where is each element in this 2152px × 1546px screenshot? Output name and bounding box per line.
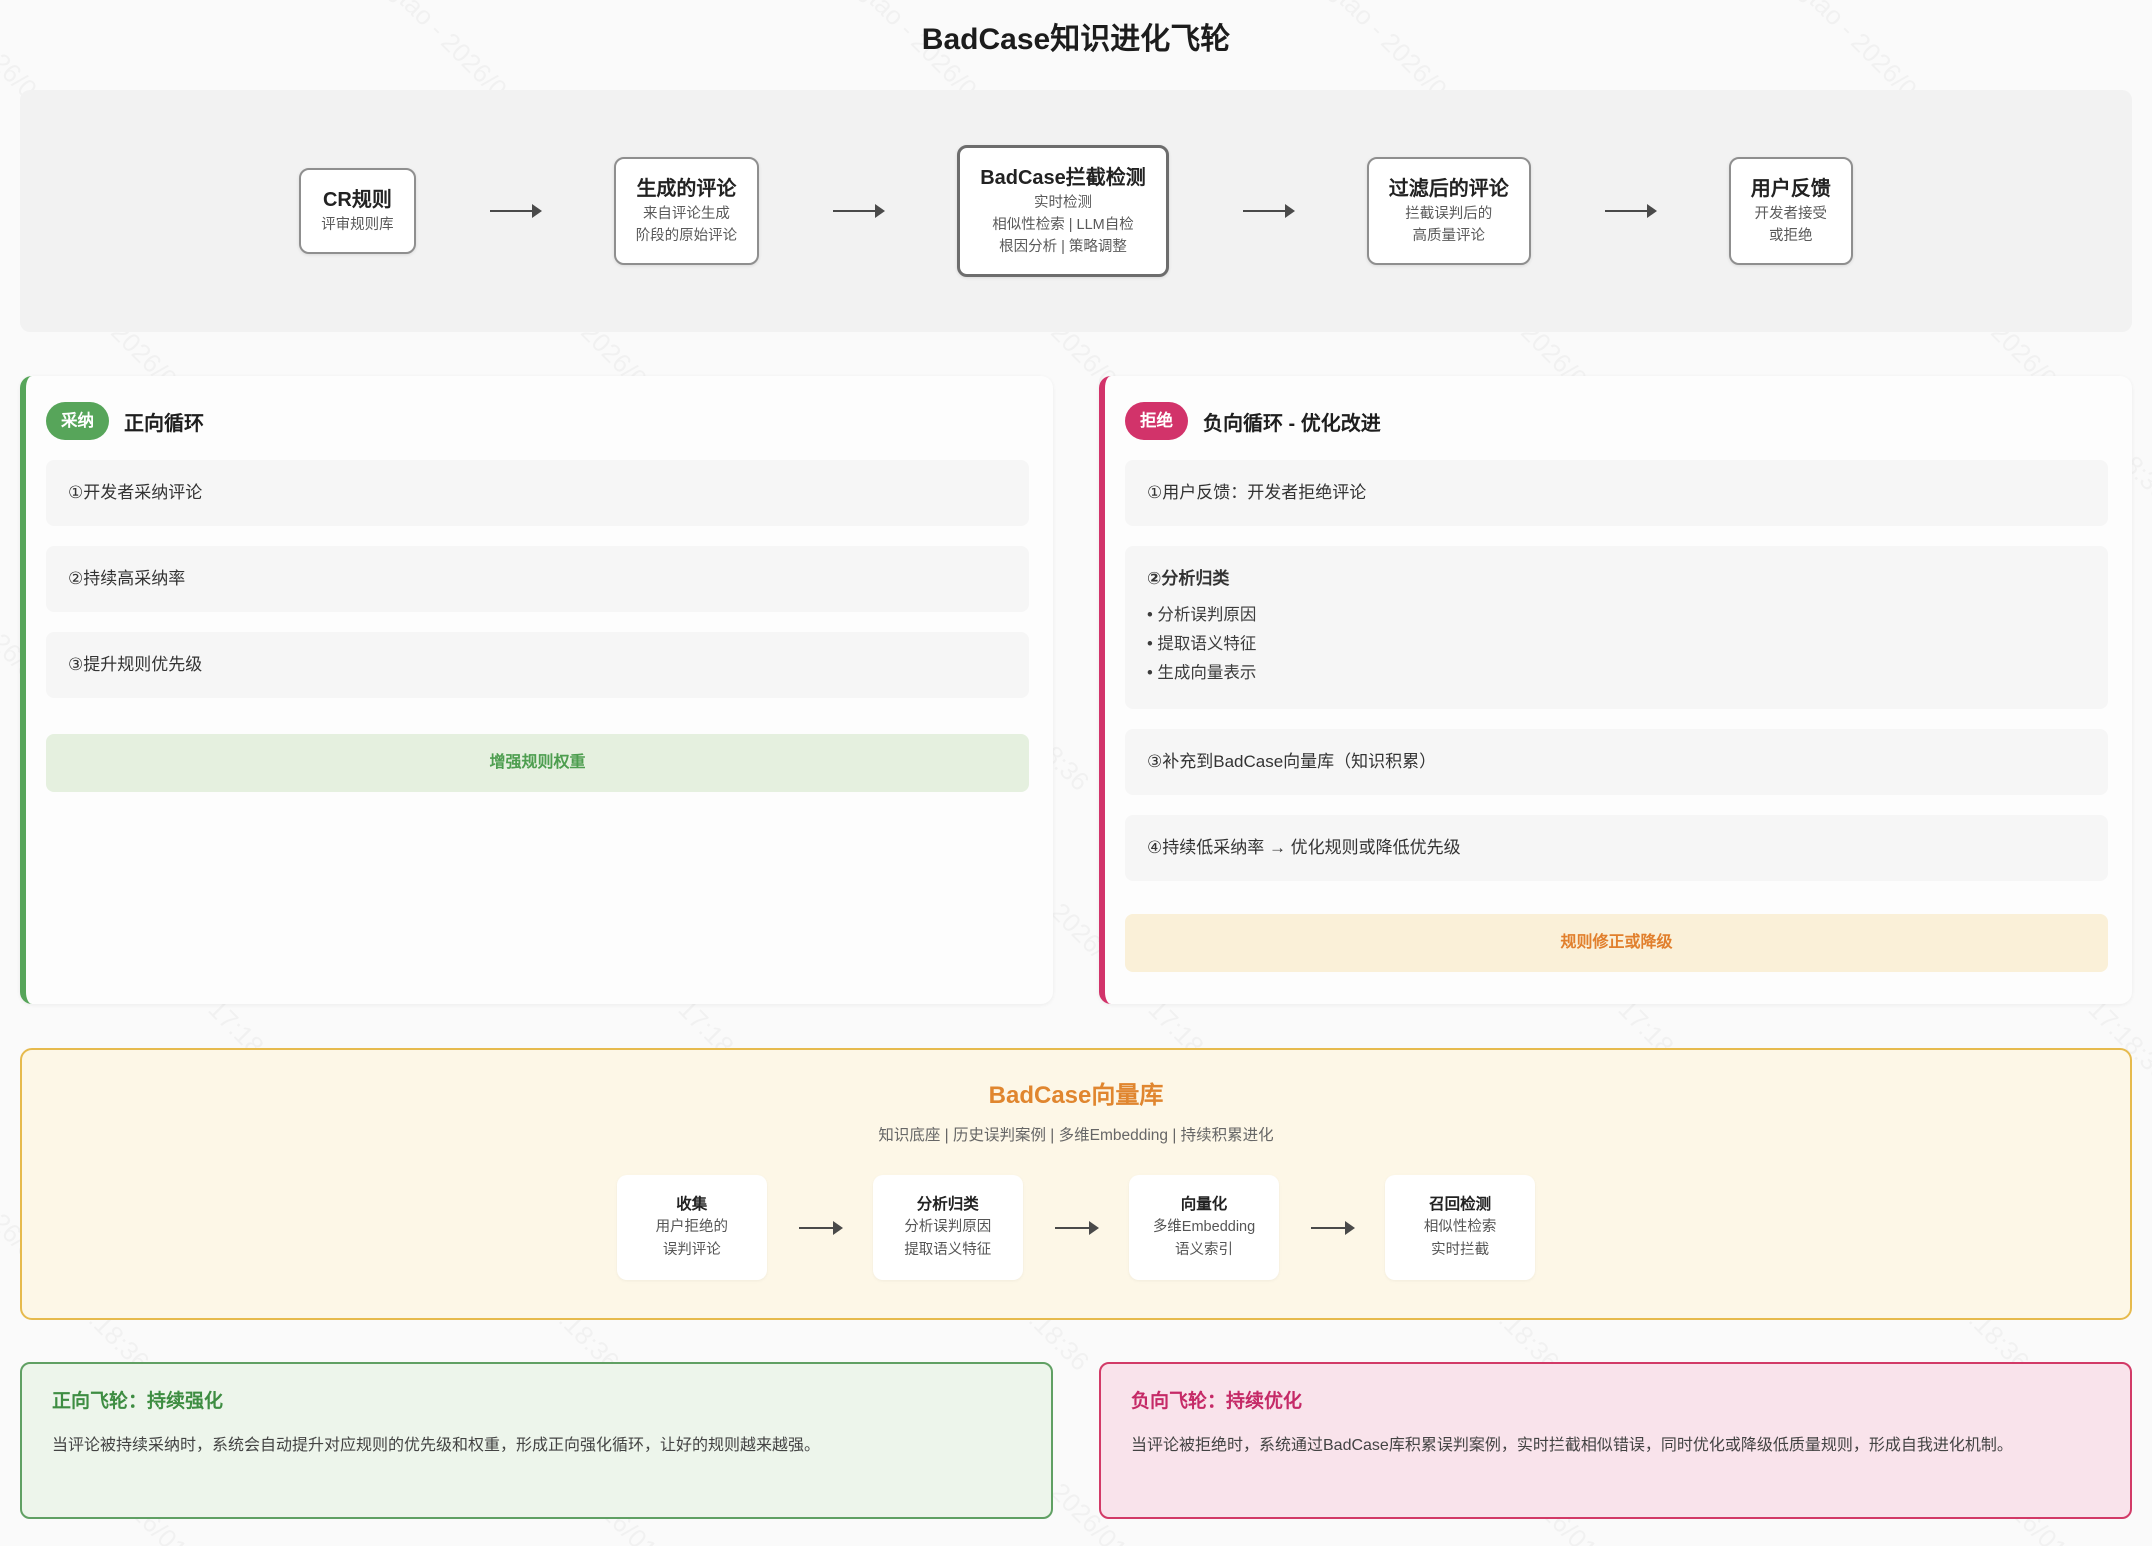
flow-step-title: 生成的评论	[636, 178, 737, 200]
stage-line: 语义索引	[1174, 1242, 1233, 1258]
reject-badge: 拒绝	[1125, 402, 1188, 440]
flow-step-line: 高质量评论	[1412, 228, 1486, 244]
positive-flywheel-card: 正向飞轮：持续强化 当评论被持续采纳时，系统会自动提升对应规则的优先级和权重，形…	[20, 1362, 1053, 1519]
vector-store-title: BadCase向量库	[988, 1082, 1164, 1109]
analysis-bullet: 生成向量表示	[1147, 659, 2086, 688]
right-arrow-icon	[1604, 204, 1657, 218]
positive-loop-panel: 采纳 正向循环 ①开发者采纳评论 ②持续高采纳率 ③提升规则优先级 增强规则权重	[20, 376, 1053, 1004]
flow-step-line: 开发者接受	[1754, 206, 1828, 222]
summary-row: 正向飞轮：持续强化 当评论被持续采纳时，系统会自动提升对应规则的优先级和权重，形…	[20, 1362, 2132, 1519]
positive-loop-item: ②持续高采纳率	[46, 546, 1029, 612]
negative-loop-item: ④持续低采纳率 → 优化规则或降低优先级	[1125, 815, 2108, 881]
flow-step-line: 拦截误判后的	[1405, 206, 1493, 222]
flow-step-line: 或拒绝	[1769, 228, 1813, 244]
positive-loop-item: ①开发者采纳评论	[46, 460, 1029, 526]
flow-step-title: 过滤后的评论	[1388, 178, 1509, 200]
negative-loop-item: ①用户反馈：开发者拒绝评论	[1125, 460, 2108, 526]
stage-title: 分析归类	[916, 1196, 979, 1213]
flow-step-generated-comments: 生成的评论 来自评论生成 阶段的原始评论	[613, 157, 760, 265]
negative-flywheel-title: 负向飞轮：持续优化	[1131, 1391, 1303, 1412]
flow-step-line: 实时检测	[1033, 195, 1092, 211]
stage-line: 相似性检索	[1423, 1219, 1497, 1235]
stage-line: 用户拒绝的	[655, 1219, 729, 1235]
rule-fix-or-downgrade-banner: 规则修正或降级	[1125, 914, 2108, 972]
negative-loop-item-analysis: ②分析归类 分析误判原因 提取语义特征 生成向量表示	[1125, 546, 2108, 709]
negative-flywheel-card: 负向飞轮：持续优化 当评论被拒绝时，系统通过BadCase库积累误判案例，实时拦…	[1099, 1362, 2132, 1519]
positive-flywheel-body: 当评论被持续采纳时，系统会自动提升对应规则的优先级和权重，形成正向强化循环，让好…	[52, 1437, 821, 1454]
flow-step-line: 根因分析 | 策略调整	[999, 239, 1127, 255]
positive-loop-item: ③提升规则优先级	[46, 632, 1029, 698]
vector-store-subtitle: 知识底座 | 历史误判案例 | 多维Embedding | 持续积累进化	[878, 1127, 1274, 1144]
stage-vectorize: 向量化 多维Embedding 语义索引	[1128, 1175, 1280, 1280]
flow-step-user-feedback: 用户反馈 开发者接受 或拒绝	[1728, 157, 1853, 265]
right-arrow-icon	[489, 204, 542, 218]
stage-title: 召回检测	[1429, 1196, 1492, 1213]
stage-line: 提取语义特征	[904, 1242, 992, 1258]
analysis-bullet-list: 分析误判原因 提取语义特征 生成向量表示	[1147, 601, 2086, 688]
enhance-rule-weight-banner: 增强规则权重	[46, 734, 1029, 792]
negative-flywheel-body: 当评论被拒绝时，系统通过BadCase库积累误判案例，实时拦截相似错误，同时优化…	[1131, 1437, 2013, 1454]
flow-step-line: 相似性检索 | LLM自检	[992, 217, 1134, 233]
flow-step-title: BadCase拦截检测	[980, 167, 1146, 189]
page-title: BadCase知识进化飞轮	[921, 23, 1231, 56]
stage-line: 实时拦截	[1431, 1242, 1490, 1258]
loops-row: 采纳 正向循环 ①开发者采纳评论 ②持续高采纳率 ③提升规则优先级 增强规则权重…	[20, 376, 2132, 1004]
right-arrow-icon	[1242, 204, 1295, 218]
right-arrow-icon	[1311, 1220, 1356, 1235]
right-arrow-icon	[1054, 1220, 1099, 1235]
positive-flywheel-title: 正向飞轮：持续强化	[52, 1391, 224, 1412]
negative-loop-heading: 负向循环 - 优化改进	[1203, 412, 1381, 435]
flow-step-filtered-comments: 过滤后的评论 拦截误判后的 高质量评论	[1366, 157, 1531, 265]
negative-loop-header: 拒绝 负向循环 - 优化改进	[1125, 402, 2108, 440]
pipeline-strip: CR规则 评审规则库 生成的评论 来自评论生成 阶段的原始评论 BadCase拦…	[20, 90, 2132, 332]
negative-loop-item: ③补充到BadCase向量库（知识积累）	[1125, 729, 2108, 795]
analysis-item-title: ②分析归类	[1147, 569, 1230, 588]
positive-loop-heading: 正向循环	[124, 412, 204, 435]
stage-title: 收集	[676, 1196, 708, 1213]
flow-step-title: CR规则	[322, 189, 392, 211]
analysis-bullet: 分析误判原因	[1147, 601, 2086, 630]
right-arrow-icon	[798, 1220, 843, 1235]
flow-step-badcase-detection: BadCase拦截检测 实时检测 相似性检索 | LLM自检 根因分析 | 策略…	[957, 145, 1169, 277]
positive-loop-header: 采纳 正向循环	[46, 402, 1029, 440]
vector-store-panel: BadCase向量库 知识底座 | 历史误判案例 | 多维Embedding |…	[20, 1048, 2132, 1320]
flow-step-line: 来自评论生成	[642, 206, 730, 222]
flow-step-line: 评审规则库	[321, 217, 394, 233]
adopt-badge: 采纳	[46, 402, 109, 440]
stage-line: 误判评论	[662, 1242, 721, 1258]
vector-store-stage-row: 收集 用户拒绝的 误判评论 分析归类 分析误判原因 提取语义特征 向量化 多维E…	[42, 1175, 2110, 1280]
stage-line: 分析误判原因	[904, 1219, 992, 1235]
flow-step-line: 阶段的原始评论	[635, 228, 738, 244]
stage-recall-detect: 召回检测 相似性检索 实时拦截	[1385, 1175, 1536, 1280]
flow-step-cr-rules: CR规则 评审规则库	[299, 168, 416, 254]
stage-collect: 收集 用户拒绝的 误判评论	[616, 1175, 767, 1280]
negative-loop-panel: 拒绝 负向循环 - 优化改进 ①用户反馈：开发者拒绝评论 ②分析归类 分析误判原…	[1099, 376, 2132, 1004]
flow-step-title: 用户反馈	[1750, 178, 1831, 200]
stage-title: 向量化	[1180, 1196, 1228, 1213]
right-arrow-icon	[833, 204, 886, 218]
stage-analyze: 分析归类 分析误判原因 提取语义特征	[872, 1175, 1023, 1280]
stage-line: 多维Embedding	[1152, 1219, 1256, 1235]
analysis-bullet: 提取语义特征	[1147, 630, 2086, 659]
